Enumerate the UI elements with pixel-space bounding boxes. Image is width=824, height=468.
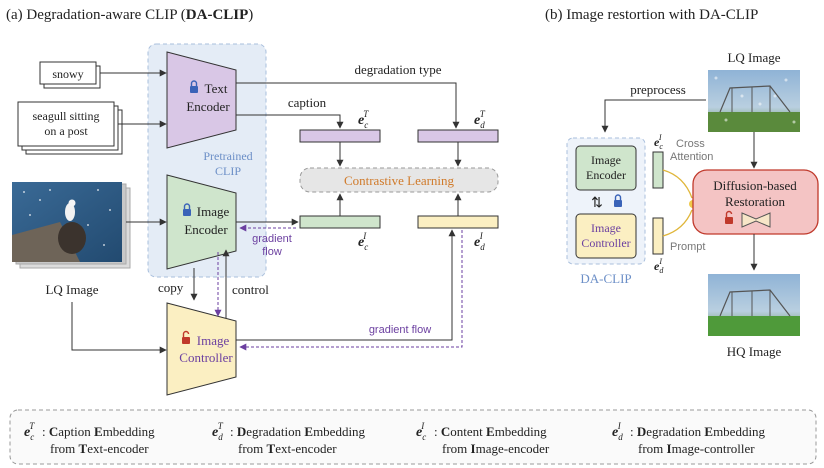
swap-arrows-icon: ⇅ bbox=[591, 196, 603, 211]
image-encoder-label-2: Encoder bbox=[184, 222, 228, 237]
prompt-label: Prompt bbox=[670, 241, 705, 253]
control-label: control bbox=[232, 282, 269, 297]
right-embedding-label-di: edI bbox=[654, 257, 664, 275]
text-encoder-block bbox=[166, 51, 237, 149]
image-encoder-block bbox=[166, 174, 237, 270]
embedding-label-ct: ecT bbox=[358, 109, 369, 130]
right-image-controller-block bbox=[575, 213, 637, 259]
left-title: (a) Degradation-aware CLIP (DA-CLIP) bbox=[6, 7, 253, 23]
gradient-flow-long-arrow bbox=[239, 230, 463, 351]
embedding-label-ci: ecI bbox=[358, 231, 368, 252]
degradation-type-label: degradation type bbox=[355, 62, 442, 77]
caption-embedding-bar bbox=[299, 129, 381, 143]
legend-item-dt: edT : Degradation Embedding from Text-en… bbox=[212, 421, 366, 456]
content-embedding-bar bbox=[299, 215, 381, 229]
caption-card bbox=[17, 101, 115, 147]
right-image-encoder-label-1: Image bbox=[591, 153, 621, 167]
image-controller-block bbox=[166, 302, 237, 396]
svg-text:: Degradation Embedding: : Degradation Embedding bbox=[230, 424, 366, 439]
image-controller-unlock-icon bbox=[182, 330, 190, 344]
image-controller-label-2: Controller bbox=[179, 350, 233, 365]
svg-text:from Image-encoder: from Image-encoder bbox=[442, 441, 550, 456]
svg-text:from Text-encoder: from Text-encoder bbox=[238, 441, 337, 456]
svg-text:: Degradation Embedding: : Degradation Embedding bbox=[630, 424, 766, 439]
svg-text:ecT: ecT bbox=[24, 421, 35, 442]
caption-text-2: on a post bbox=[44, 124, 88, 138]
right-degradation-embedding-bar bbox=[652, 217, 664, 255]
degradation-type-arrow bbox=[236, 82, 460, 129]
embedding-label-di: edI bbox=[474, 231, 485, 252]
lq-image-photo bbox=[12, 182, 122, 262]
right-lq-image-label: LQ Image bbox=[727, 50, 780, 65]
diffusion-unlock-icon bbox=[725, 210, 733, 224]
right-hq-image-photo bbox=[708, 274, 800, 336]
svg-text:edT: edT bbox=[212, 421, 224, 442]
image-encoder-label-1: Image bbox=[197, 204, 230, 219]
pretrained-label-1: Pretrained bbox=[203, 149, 252, 163]
diffusion-network-icon bbox=[741, 212, 771, 228]
copy-label: copy bbox=[158, 280, 184, 295]
degradation-text-embedding-bar bbox=[417, 129, 499, 143]
legend-item-ct: ecT : Caption Embedding from Text-encode… bbox=[24, 421, 155, 456]
gradient-flow-label-2: flow bbox=[262, 246, 282, 258]
embedding-label-dt: edT bbox=[474, 109, 486, 130]
gradient-flow-long-label: gradient flow bbox=[369, 324, 431, 336]
image-controller-label-1: Image bbox=[197, 333, 230, 348]
right-title: (b) Image restortion with DA-CLIP bbox=[545, 7, 758, 23]
caption-label: caption bbox=[288, 95, 327, 110]
text-encoder-label-2: Encoder bbox=[186, 99, 230, 114]
gradient-flow-label-1: gradient bbox=[252, 233, 292, 245]
right-image-encoder-label-2: Encoder bbox=[586, 168, 626, 182]
right-image-controller-label-2: Controller bbox=[581, 236, 630, 250]
text-encoder-lock-icon bbox=[190, 80, 198, 93]
cross-attention-label-2: Attention bbox=[670, 151, 713, 163]
contrastive-learning-label: Contrastive Learning bbox=[344, 173, 455, 188]
text-encoder-label-1: Text bbox=[205, 81, 228, 96]
right-lock-icon bbox=[614, 194, 622, 207]
lq-to-controller-arrow bbox=[71, 302, 167, 354]
diffusion-label-2: Restoration bbox=[725, 194, 785, 209]
snowy-text: snowy bbox=[52, 67, 83, 81]
image-encoder-lock-icon bbox=[183, 203, 191, 216]
svg-text:edI: edI bbox=[612, 421, 623, 442]
diffusion-label-1: Diffusion-based bbox=[713, 178, 797, 193]
svg-text:from Image-controller: from Image-controller bbox=[638, 441, 755, 456]
right-lq-image-photo bbox=[708, 70, 800, 132]
contrastive-learning-box bbox=[299, 167, 499, 193]
da-clip-label: DA-CLIP bbox=[580, 271, 631, 286]
right-embedding-label-ci: ecI bbox=[654, 133, 663, 151]
right-image-encoder-block bbox=[575, 145, 637, 191]
legend-item-di: edI : Degradation Embedding from Image-c… bbox=[612, 421, 766, 456]
caption-arrow bbox=[236, 114, 344, 129]
cross-attention-connector bbox=[662, 169, 693, 199]
hq-image-label: HQ Image bbox=[727, 344, 782, 359]
legend-item-ci: ecI : Content Embedding from Image-encod… bbox=[416, 421, 550, 456]
preprocess-arrow bbox=[601, 99, 706, 133]
controller-to-di-arrow bbox=[236, 229, 456, 341]
left-lq-image-label: LQ Image bbox=[45, 282, 98, 297]
cross-attention-label-1: Cross bbox=[676, 138, 705, 150]
svg-text:: Caption Embedding: : Caption Embedding bbox=[42, 424, 155, 439]
snowy-card bbox=[39, 61, 97, 85]
preprocess-label: preprocess bbox=[630, 82, 686, 97]
degradation-image-embedding-bar bbox=[417, 215, 499, 229]
prompt-connector bbox=[662, 209, 693, 237]
svg-text:ecI: ecI bbox=[416, 421, 426, 442]
pretrained-label-2: CLIP bbox=[215, 164, 241, 178]
diffusion-restoration-block bbox=[692, 169, 819, 235]
right-image-controller-label-1: Image bbox=[591, 221, 621, 235]
svg-text:: Content Embedding: : Content Embedding bbox=[434, 424, 547, 439]
legend-box bbox=[9, 409, 817, 465]
svg-text:from Text-encoder: from Text-encoder bbox=[50, 441, 149, 456]
caption-text-1: seagull sitting bbox=[33, 109, 100, 123]
right-content-embedding-bar bbox=[652, 151, 664, 189]
